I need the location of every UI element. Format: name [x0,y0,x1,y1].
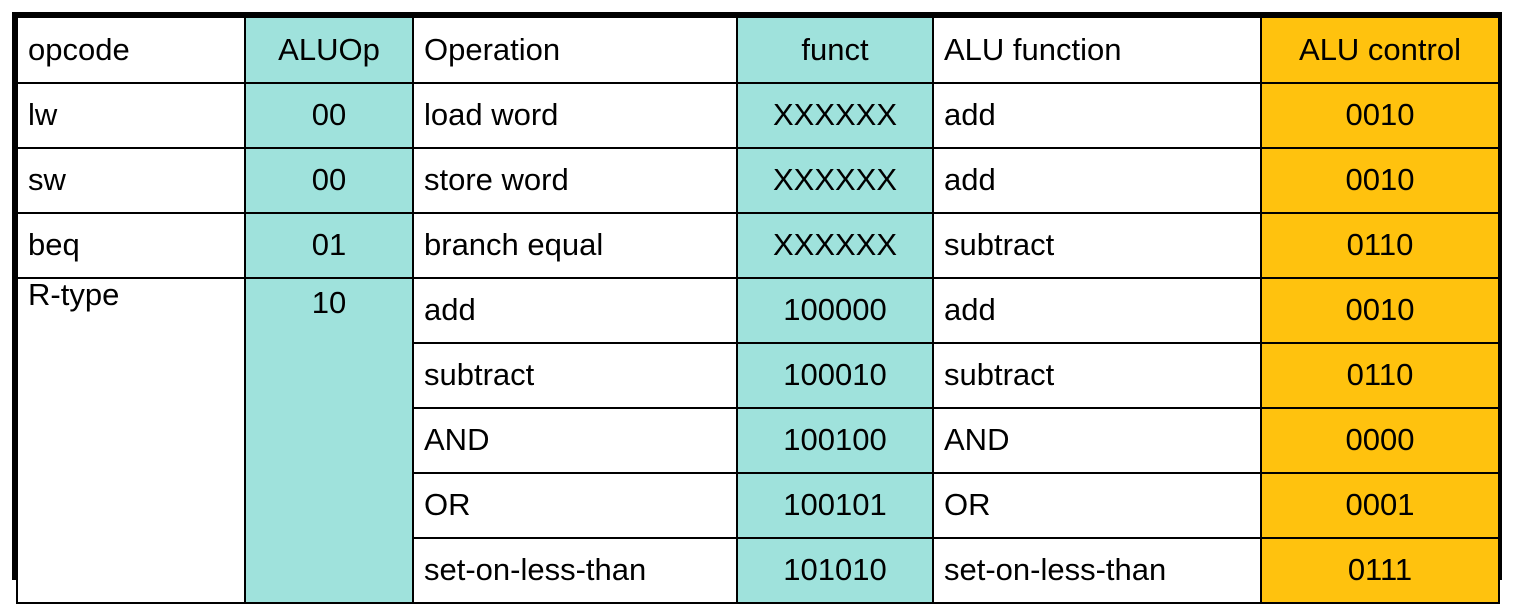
cell-funct: 100101 [736,472,934,539]
cell-alucontrol: 0110 [1260,342,1500,409]
table-row: AND 100100 AND 0000 [17,407,1500,474]
table-row: lw 00 load word XXXXXX add 0010 [16,82,1500,149]
cell-alucontrol: 0001 [1260,472,1500,539]
cell-opcode: beq [16,212,246,279]
cell-opcode: sw [16,147,246,214]
cell-alucontrol: 0000 [1260,407,1500,474]
table-row: subtract 100010 subtract 0110 [17,342,1500,409]
cell-operation: AND [412,407,738,474]
cell-alufunction: OR [932,472,1262,539]
cell-alucontrol: 0010 [1260,147,1500,214]
cell-alucontrol: 0010 [1260,277,1500,344]
cell-funct: 101010 [736,537,934,604]
cell-alufunction: add [932,147,1262,214]
cell-operation: set-on-less-than [412,537,738,604]
cell-operation: subtract [412,342,738,409]
cell-opcode: lw [16,82,246,149]
table-row: beq 01 branch equal XXXXXX subtract 0110 [16,212,1500,279]
cell-funct: XXXXXX [736,147,934,214]
cell-aluop: 00 [244,147,414,214]
cell-alufunction: set-on-less-than [932,537,1262,604]
alu-control-table-container: opcode ALUOp Operation funct ALU functio… [12,12,1502,604]
header-cell-aluop: ALUOp [244,16,414,84]
table-body: opcode ALUOp Operation funct ALU functio… [16,16,1500,604]
cell-alucontrol: 0010 [1260,82,1500,149]
header-cell-alucontrol: ALU control [1260,16,1500,84]
cell-alufunction: add [932,277,1262,344]
table-row: sw 00 store word XXXXXX add 0010 [16,147,1500,214]
cell-alufunction: subtract [932,212,1262,279]
cell-operation: store word [412,147,738,214]
cell-funct: XXXXXX [736,82,934,149]
table-row: R-type 10 add 100000 add 0010 [16,277,1500,604]
header-cell-operation: Operation [412,16,738,84]
alu-control-table: opcode ALUOp Operation funct ALU functio… [16,16,1500,604]
table-header-row: opcode ALUOp Operation funct ALU functio… [16,16,1500,84]
cell-operation: load word [412,82,738,149]
cell-operation: branch equal [412,212,738,279]
cell-aluop: 01 [244,212,414,279]
cell-alufunction: add [932,82,1262,149]
cell-operation: OR [412,472,738,539]
cell-funct: XXXXXX [736,212,934,279]
cell-funct: 100000 [736,277,934,344]
cell-alucontrol: 0110 [1260,212,1500,279]
cell-alufunction: subtract [932,342,1262,409]
cell-opcode-rtype: R-type [16,277,246,604]
header-cell-funct: funct [736,16,934,84]
header-cell-opcode: opcode [16,16,246,84]
cell-aluop-rtype: 10 [244,277,414,604]
table-row: OR 100101 OR 0001 [17,472,1500,539]
header-cell-alufunction: ALU function [932,16,1262,84]
cell-funct: 100100 [736,407,934,474]
cell-aluop: 00 [244,82,414,149]
cell-alufunction: AND [932,407,1262,474]
cell-operation: add [412,277,738,344]
cell-alucontrol: 0111 [1260,537,1500,604]
cell-funct: 100010 [736,342,934,409]
